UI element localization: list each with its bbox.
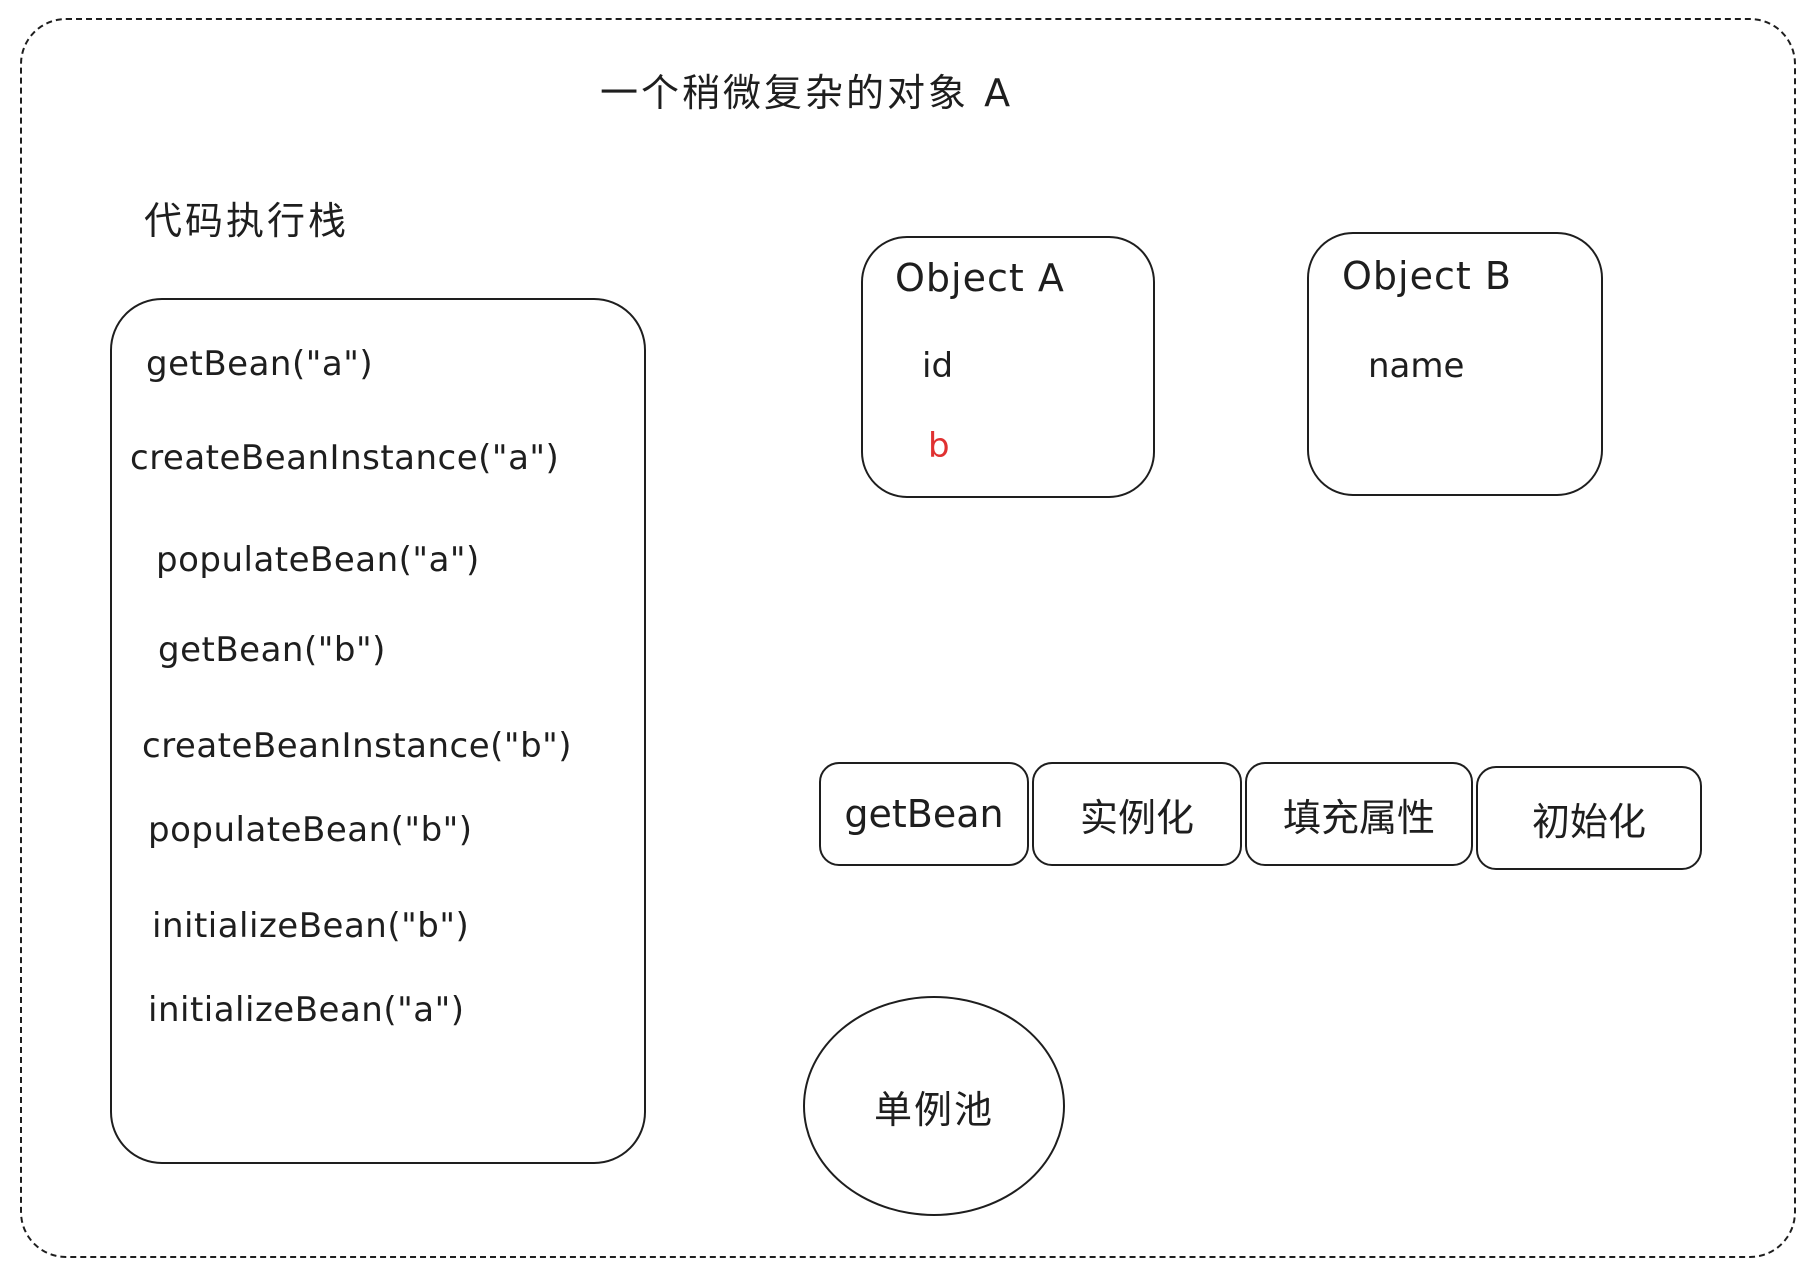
stack-line: createBeanInstance("b") — [142, 726, 573, 766]
object-b-box — [1307, 232, 1603, 496]
singleton-pool: 单例池 — [803, 996, 1065, 1216]
object-a-box — [861, 236, 1155, 498]
stack-line: initializeBean("a") — [148, 990, 465, 1030]
stack-caption: 代码执行栈 — [144, 199, 350, 243]
object-a-field-b: b — [928, 426, 950, 466]
step-populate: 填充属性 — [1245, 762, 1473, 866]
outer-frame — [20, 18, 1796, 1258]
stack-line: createBeanInstance("a") — [130, 438, 560, 478]
stack-line: populateBean("b") — [148, 810, 473, 850]
step-getbean: getBean — [819, 762, 1029, 866]
diagram-title: 一个稍微复杂的对象 A — [600, 71, 1014, 115]
stack-line: getBean("b") — [158, 630, 386, 670]
stack-line: getBean("a") — [146, 344, 374, 384]
object-a-field-id: id — [922, 346, 954, 386]
stack-line: initializeBean("b") — [152, 906, 470, 946]
stack-line: populateBean("a") — [156, 540, 480, 580]
object-b-field-name: name — [1368, 346, 1465, 386]
object-a-title: Object A — [895, 256, 1065, 300]
call-stack-box — [110, 298, 646, 1164]
step-initialize: 初始化 — [1476, 766, 1702, 870]
object-b-title: Object B — [1342, 254, 1512, 298]
step-instantiate: 实例化 — [1032, 762, 1242, 866]
